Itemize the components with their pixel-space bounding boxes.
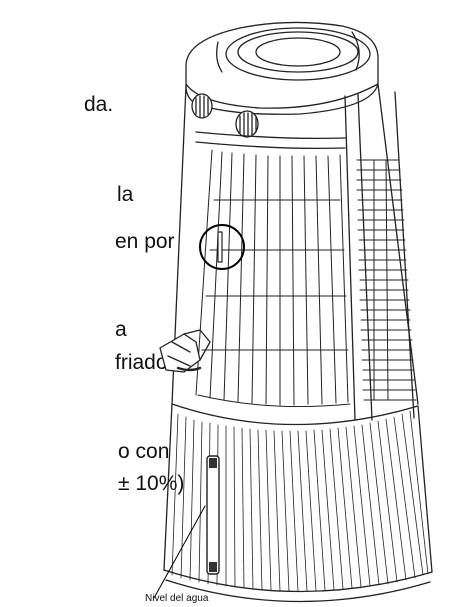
text-fragment-4: a xyxy=(115,318,127,341)
top-cap xyxy=(185,21,379,115)
caption-leader-line xyxy=(153,505,206,599)
tower-body xyxy=(171,83,419,421)
text-fragment-2: la xyxy=(117,183,134,206)
control-knob-right-icon xyxy=(235,110,259,138)
highlight-circle xyxy=(199,224,245,270)
control-knob-left-icon xyxy=(191,93,213,119)
text-fragment-1: da. xyxy=(84,93,114,116)
water-level-caption: Nivel del agua xyxy=(145,593,209,604)
front-grille xyxy=(195,149,351,408)
text-fragment-3: en por xyxy=(115,230,175,253)
water-level-window xyxy=(206,455,220,575)
water-tank-base xyxy=(163,403,433,603)
text-fragment-5: friador xyxy=(115,351,175,374)
side-ribs xyxy=(356,159,417,401)
water-inlet-nozzle xyxy=(159,329,211,373)
text-fragment-6: o con xyxy=(118,440,170,463)
